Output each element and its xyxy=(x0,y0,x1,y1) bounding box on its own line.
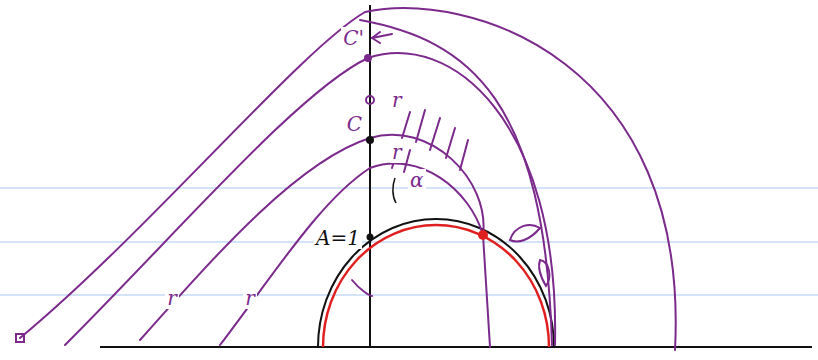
point-dot xyxy=(367,234,374,241)
arch xyxy=(140,135,484,340)
ruled-line xyxy=(0,242,818,243)
point-dot xyxy=(366,96,374,104)
arc-mark xyxy=(352,280,372,296)
leaf-mark xyxy=(510,225,540,241)
sketch-label: C xyxy=(345,113,364,135)
ruled-lines xyxy=(0,188,818,295)
point-dot xyxy=(366,136,374,144)
arch xyxy=(20,8,676,350)
sketch-label: r xyxy=(243,287,257,309)
point-label: A=1 xyxy=(314,227,362,249)
sketch-label: r xyxy=(390,141,404,163)
scribble-mark xyxy=(539,260,549,286)
sketch-label: C' xyxy=(341,27,366,49)
square-marker xyxy=(16,334,24,342)
sketch-label: r xyxy=(165,287,179,309)
red-dot xyxy=(478,230,488,240)
purple-arches xyxy=(20,8,676,350)
ruled-line xyxy=(0,295,818,296)
sketch-label: r xyxy=(390,89,404,111)
arch xyxy=(360,20,552,345)
angle-arc xyxy=(393,178,396,203)
pointer-head xyxy=(372,32,380,43)
drop-line xyxy=(483,235,490,347)
ground-line xyxy=(100,346,812,348)
arch xyxy=(220,164,483,345)
sketch-label: α xyxy=(408,169,426,191)
point-dot xyxy=(364,54,372,62)
arch xyxy=(65,53,555,345)
